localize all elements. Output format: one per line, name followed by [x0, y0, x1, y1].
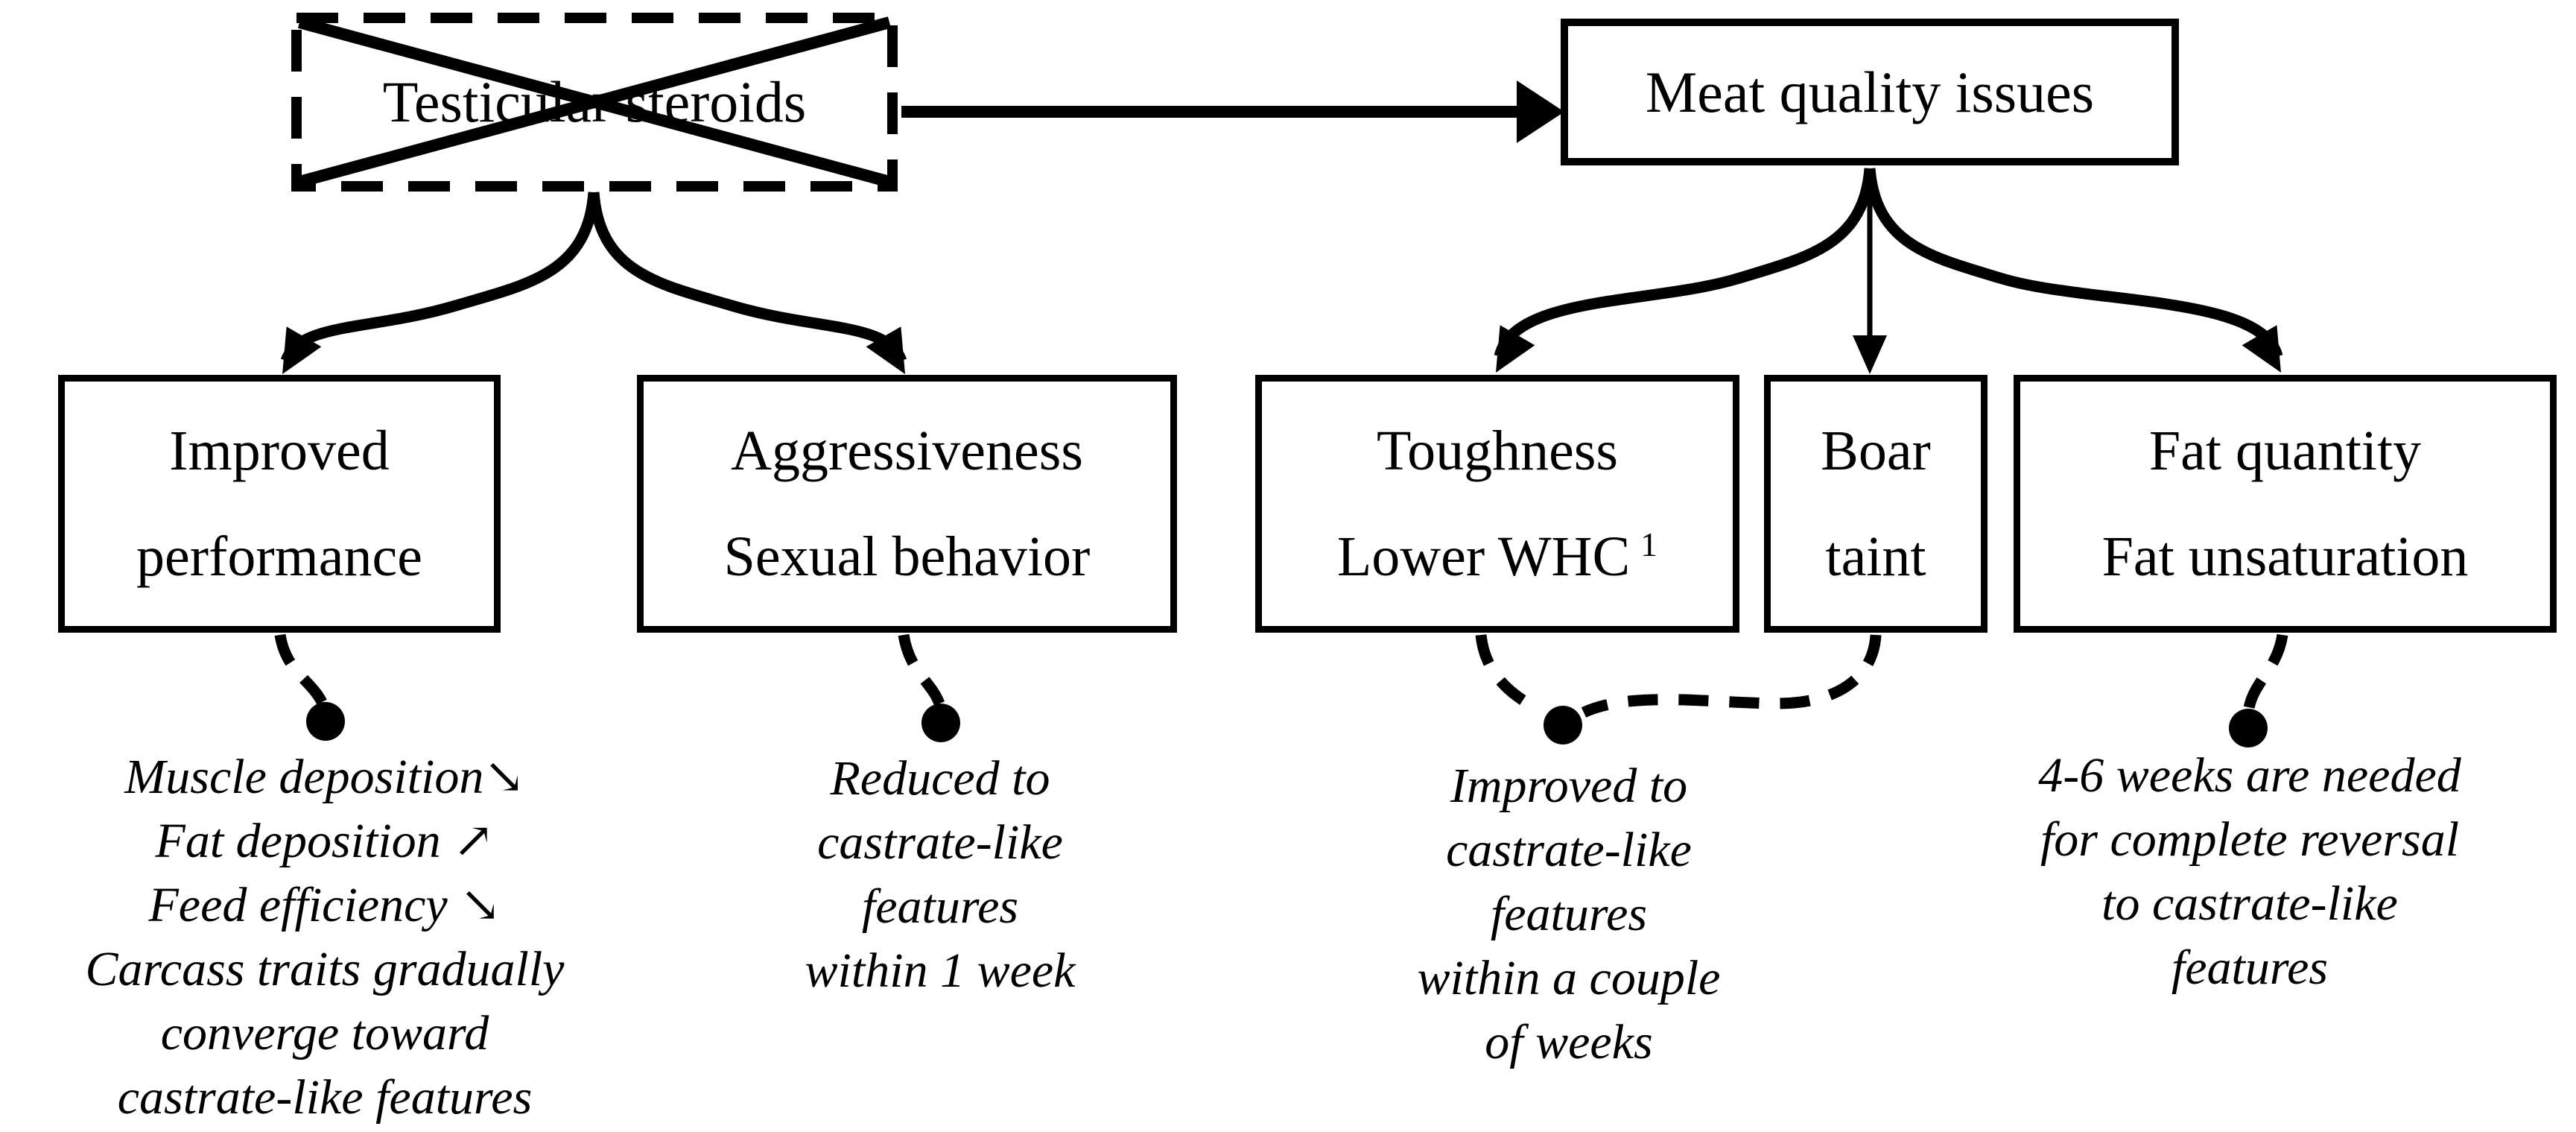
annotation-line: Reduced to: [830, 751, 1050, 806]
annotation-meat-quality: Improved to castrate-like features withi…: [1418, 754, 1721, 1075]
node-testicular-steroids: Testicular steroids: [292, 13, 897, 191]
arrowhead-fat: [2242, 325, 2281, 373]
annotation-line: castrate-like: [817, 815, 1063, 870]
annotation-line: features: [1490, 887, 1648, 941]
node-boar-taint: Boar taint: [1764, 375, 1987, 633]
annotation-line: features: [861, 879, 1019, 934]
arrow-steroids-to-meat-head: [1517, 80, 1564, 143]
arrowhead-toughness: [1496, 325, 1535, 373]
annotation-line: within 1 week: [805, 943, 1076, 998]
annotation-line: Fat deposition ↗: [155, 814, 495, 868]
node-label: Meat quality issues: [1645, 59, 2095, 124]
callout-connector-behavior: [898, 633, 945, 706]
annotation-line: Improved to: [1450, 759, 1688, 813]
annotation-line: converge toward: [160, 1006, 489, 1060]
node-label-line: Sexual behavior: [723, 525, 1091, 588]
annotation-performance: Muscle deposition↘ Fat deposition ↗ Feed…: [86, 745, 565, 1130]
node-aggressiveness-sexual-behavior: Aggressiveness Sexual behavior: [637, 375, 1177, 633]
node-label-line: Fat unsaturation: [2101, 525, 2469, 588]
arrow-to-fat: [1864, 168, 2283, 358]
annotation-line: 4-6 weeks are needed: [2038, 748, 2461, 803]
annotation-fat: 4-6 weeks are needed for complete revers…: [2038, 744, 2461, 1000]
node-improved-performance: Improved performance: [58, 375, 501, 633]
whc-footnote-superscript: 1: [1640, 525, 1658, 563]
annotation-behavior: Reduced to castrate-like features within…: [805, 747, 1076, 1003]
annotation-line: Carcass traits gradually: [85, 942, 565, 996]
node-label-line: Improved: [169, 420, 390, 482]
node-fat-quantity-unsaturation: Fat quantity Fat unsaturation: [2014, 375, 2557, 633]
callout-connector-fat: [2243, 633, 2288, 709]
node-meat-quality-issues: Meat quality issues: [1561, 19, 2179, 165]
arrowhead-boar-taint: [1853, 335, 1887, 374]
callout-dot-performance: [306, 702, 345, 741]
node-label: Testicular steroids: [382, 69, 807, 134]
node-label-line: Boar: [1821, 420, 1931, 482]
annotation-line: Feed efficiency ↘: [148, 878, 501, 932]
callout-connector-performance: [274, 633, 328, 706]
node-label-line: Fat quantity: [2148, 420, 2422, 482]
node-label-line: taint: [1825, 525, 1926, 588]
annotation-line: within a couple: [1417, 951, 1721, 1005]
annotation-line: castrate-like: [1446, 823, 1692, 877]
callout-connector-toughness: [1475, 634, 1542, 715]
annotation-line: castrate-like features: [117, 1070, 533, 1125]
node-label-text: Lower WHC: [1336, 525, 1631, 588]
callout-dot-fat: [2229, 709, 2268, 747]
node-label-line: Toughness: [1376, 420, 1618, 482]
node-label-line: Aggressiveness: [731, 420, 1083, 482]
arrow-to-behavior: [588, 192, 907, 364]
callout-dot-meat: [1544, 706, 1582, 744]
annotation-line: to castrate-like: [2101, 876, 2398, 931]
arrow-to-improved-performance: [280, 192, 600, 364]
callout-dot-behavior: [921, 703, 960, 742]
node-label-line: performance: [136, 525, 422, 588]
arrow-to-toughness: [1494, 168, 1876, 358]
annotation-line: Muscle deposition↘: [124, 750, 525, 804]
annotation-line: for complete reversal: [2040, 812, 2460, 867]
callout-connector-boar-taint: [1581, 634, 1882, 718]
annotation-line: of weeks: [1485, 1015, 1653, 1069]
annotation-line: features: [2171, 940, 2329, 995]
